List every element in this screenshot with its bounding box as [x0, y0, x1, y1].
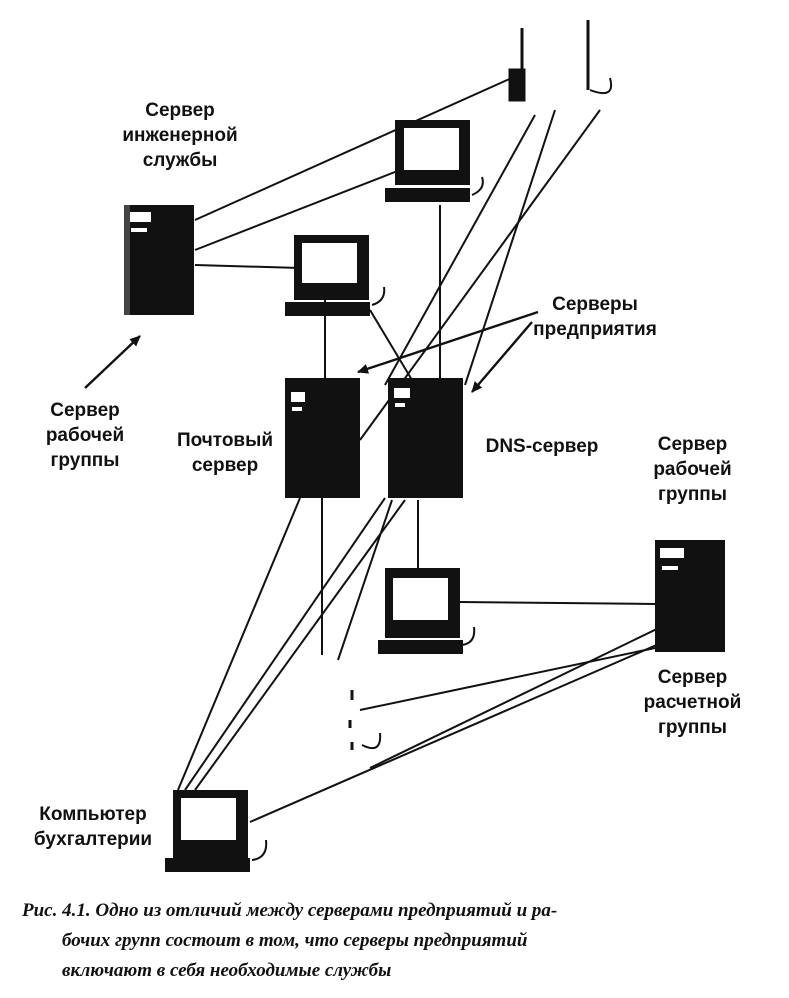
- accounting-group-server-label: Сервер расчетной группы: [643, 667, 742, 738]
- workstation-top: [385, 120, 484, 202]
- caption-line-1: Рис. 4.1. Одно из отличий между серверам…: [22, 900, 558, 921]
- workgroup-server-left-label: Сервер рабочей группы: [45, 400, 125, 471]
- partial-device-top-right: [586, 20, 612, 94]
- arrows: [84, 310, 539, 393]
- dns-server-label: DNS-сервер: [485, 436, 599, 457]
- network-diagram: [84, 20, 725, 872]
- partial-device-center: [348, 690, 382, 750]
- dns-server-tower: [388, 378, 463, 498]
- workgroup-server-right-label: Сервер рабочей группы: [653, 434, 732, 505]
- caption-line-2: бочих групп состоит в том, что серверы п…: [62, 930, 528, 951]
- accounting-computer-monitor: [165, 790, 268, 872]
- network-links: [177, 71, 669, 823]
- caption-line-3: включают в себя необходимые службы: [62, 960, 392, 981]
- engineering-server-tower: [124, 205, 194, 315]
- enterprise-servers-label: Серверы предприятия: [533, 294, 657, 340]
- workgroup-server-right-tower: [655, 540, 725, 652]
- mail-server-tower: [285, 378, 360, 498]
- workstation-middle: [285, 235, 386, 316]
- figure-caption: Рис. 4.1. Одно из отличий между серверам…: [22, 896, 767, 986]
- workstation-dns: [378, 568, 476, 654]
- partial-device-top-left: [508, 28, 526, 102]
- mail-server-label: Почтовый сервер: [176, 430, 274, 476]
- engineering-server-label: Сервер инженерной службы: [122, 100, 238, 171]
- accounting-computer-label: Компьютер бухгалтерии: [33, 804, 153, 850]
